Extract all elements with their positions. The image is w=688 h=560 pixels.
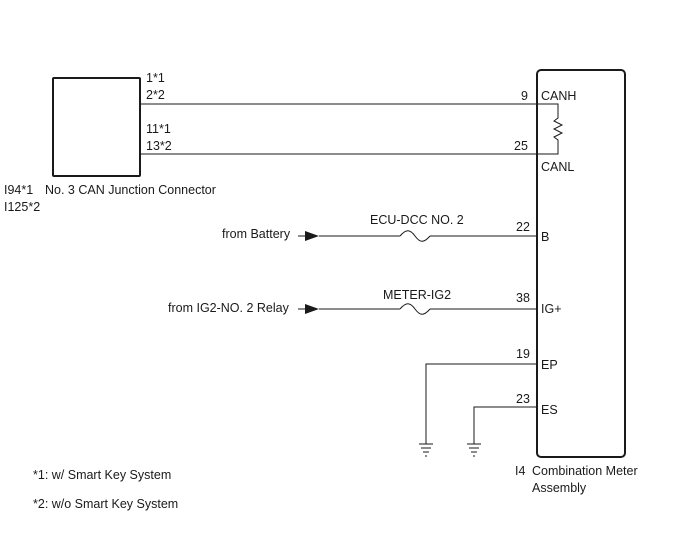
ig2-arrow-icon (305, 304, 319, 314)
ecu-dcc-fuse-label: ECU-DCC NO. 2 (370, 213, 464, 227)
meter-pin-canl-label: CANL (541, 160, 574, 174)
meter-pin-es-label: ES (541, 403, 558, 417)
meter-pin-canl-number: 25 (514, 139, 528, 153)
ecu-dcc-fuse-icon (399, 230, 431, 242)
meter-pin-canh-label: CANH (541, 89, 576, 103)
meter-pin-canh-number: 9 (521, 89, 528, 103)
meter-pin-b-number: 22 (516, 220, 530, 234)
meter-pin-ig-number: 38 (516, 291, 530, 305)
junction-connector-name: No. 3 CAN Junction Connector (45, 183, 216, 197)
junction-pin-canh-a: 1*1 (146, 71, 165, 85)
source-ig2-label: from IG2-NO. 2 Relay (168, 301, 290, 315)
meter-ig2-fuse-icon (399, 303, 431, 315)
footnote-1: *1: w/ Smart Key System (33, 468, 171, 482)
meter-pin-es-number: 23 (516, 392, 530, 406)
meter-ig2-fuse-label: METER-IG2 (383, 288, 451, 302)
meter-name-line2: Assembly (532, 481, 587, 495)
meter-name-line1: Combination Meter (532, 464, 638, 478)
junction-pin-canl-a: 11*1 (146, 122, 171, 136)
junction-connector-box (52, 77, 141, 177)
termination-resistor (537, 103, 564, 155)
junction-pin-canl-b: 13*2 (146, 139, 172, 153)
junction-code-primary: I94*1 (4, 183, 33, 197)
es-ground-wire (473, 406, 537, 444)
meter-pin-ep-label: EP (541, 358, 558, 372)
meter-pin-ig-label: IG+ (541, 302, 562, 316)
meter-pin-ep-number: 19 (516, 347, 530, 361)
meter-code: I4 (515, 464, 525, 478)
junction-pin-canh-b: 2*2 (146, 88, 165, 102)
ep-ground-wire (425, 363, 537, 444)
junction-code-secondary: I125*2 (4, 200, 40, 214)
combination-meter-box (536, 69, 626, 458)
meter-pin-b-label: B (541, 230, 549, 244)
source-battery-label: from Battery (222, 227, 291, 241)
footnote-2: *2: w/o Smart Key System (33, 497, 178, 511)
battery-arrow-icon (305, 231, 319, 241)
